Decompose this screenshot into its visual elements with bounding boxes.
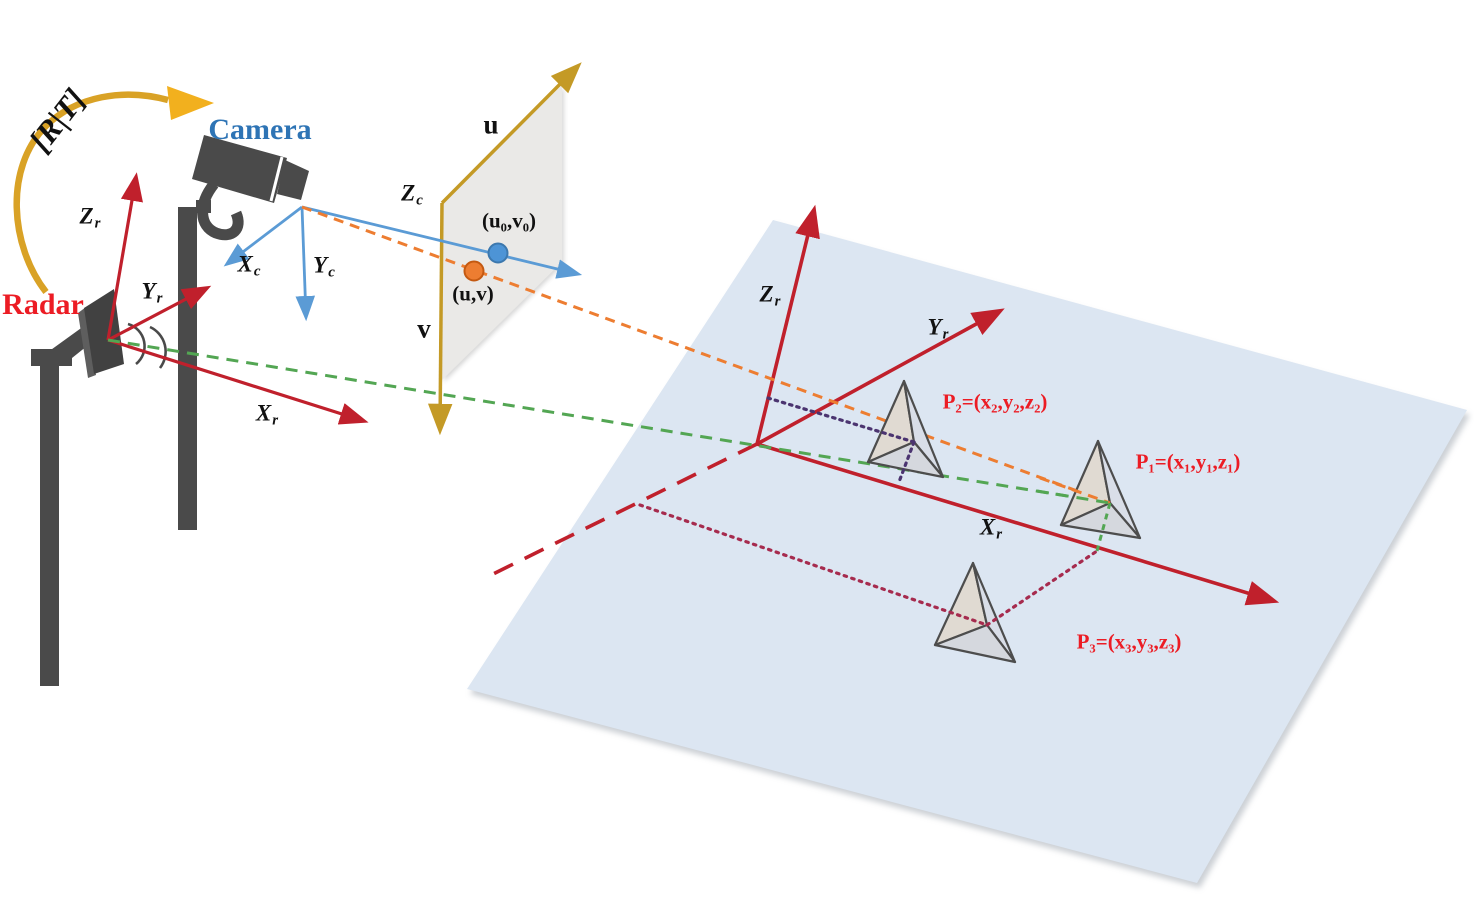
- rt-curved-arrow-arc: [13, 91, 169, 295]
- corner-reflector-p1: [1059, 439, 1142, 540]
- camera-y-axis-label: Yc: [313, 252, 335, 281]
- principal-point-dot: [487, 242, 509, 264]
- rt-curved-arrow-head: [167, 86, 214, 120]
- pixel-point-label: (u,v): [452, 281, 494, 306]
- target-p2-label: P₂=(x₂,y₂,z₂): [942, 389, 1048, 414]
- v-axis: [427, 202, 453, 436]
- u-axis: [440, 62, 582, 205]
- radar-title: Radar: [2, 288, 84, 321]
- radar-y-axis-label-ground: Yr: [927, 314, 949, 343]
- u-axis-label: u: [483, 109, 499, 140]
- radar-y-axis-label-sensor: Yr: [141, 278, 163, 307]
- p3-projection-dotted-maroon-left: [638, 503, 989, 627]
- camera-lens: [277, 160, 309, 200]
- p1-face-bottom: [1059, 501, 1142, 540]
- principal-point-label: (u₀,v₀): [481, 208, 537, 233]
- p3-face-bottom: [933, 623, 1017, 664]
- camera-ray-orange-tip: [1039, 476, 1111, 505]
- camera-x-axis-label: Xc: [237, 251, 261, 280]
- v-axis-label: v: [417, 313, 431, 344]
- radar-wave-arc-2: [149, 325, 167, 369]
- radar-x-axis-label-ground: Xr: [979, 514, 1003, 543]
- p2-drop-dotted-purple: [897, 440, 916, 484]
- p3-projection-dotted-maroon-right: [985, 549, 1099, 627]
- target-p3-label: P₃=(x₃,y₃,z₃): [1076, 629, 1182, 654]
- radar-z-axis-sensor: [106, 172, 143, 341]
- radar-line-green-tip: [1036, 489, 1111, 505]
- camera-x-axis: [223, 205, 303, 267]
- radar-x-axis-sensor: [107, 338, 369, 425]
- radar-z-axis-label-sensor: Zr: [79, 203, 101, 232]
- radar-panel-side: [78, 307, 96, 378]
- pixel-point-dot: [463, 260, 485, 282]
- camera-y-axis: [295, 206, 316, 322]
- radar-z-axis-ground: [755, 204, 820, 445]
- target-p1-label: P₁=(x₁,y₁,z₁): [1135, 449, 1241, 474]
- radar-z-axis-label-ground: Zr: [759, 281, 781, 310]
- corner-reflector-p3: [933, 561, 1017, 664]
- radar-x-axis-ground-extension: [486, 442, 758, 579]
- corner-reflector-p2: [866, 379, 945, 479]
- camera-bracket: [197, 180, 244, 241]
- ground-plane: [467, 220, 1467, 883]
- camera-body: [192, 135, 287, 203]
- radar-y-axis-ground: [756, 308, 1005, 446]
- camera-z-axis-label: Zc: [401, 180, 423, 209]
- camera-lens-gap: [269, 156, 284, 202]
- radar-pole: [40, 360, 59, 686]
- p1-drop-dashed-green: [1095, 502, 1112, 552]
- radar-y-axis-sensor: [107, 285, 212, 342]
- camera-ray-orange: [301, 205, 1111, 505]
- p2-height-dotted-purple: [766, 396, 916, 444]
- image-plane: [442, 85, 562, 380]
- radar-x-axis-ground: [756, 442, 1280, 606]
- p2-face-bottom: [866, 440, 945, 479]
- camera-z-axis: [301, 205, 583, 279]
- radar-x-axis-label-sensor: Xr: [255, 400, 279, 429]
- camera-title: Camera: [208, 113, 312, 146]
